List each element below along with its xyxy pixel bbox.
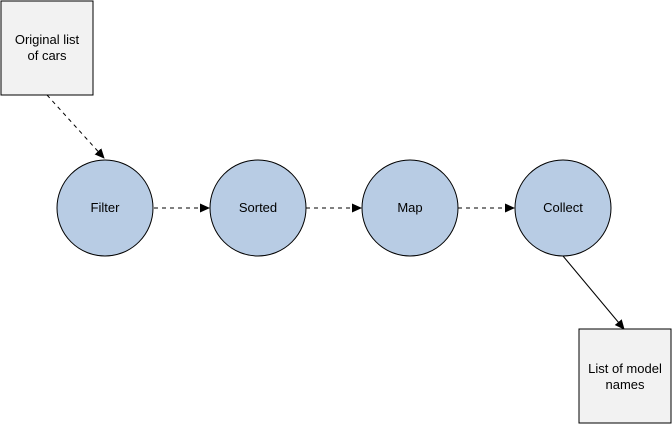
- stage-map-circle: [361, 159, 459, 257]
- stage-map: Map: [361, 159, 459, 257]
- stage-sorted-circle: [209, 159, 307, 257]
- stage-map-label: Map: [397, 200, 422, 215]
- output-box: List of model names: [578, 328, 672, 424]
- input-box-label-line1: Original list: [15, 32, 80, 47]
- stage-sorted-label: Sorted: [239, 200, 277, 215]
- output-box-label-line2: names: [605, 377, 645, 392]
- input-box: Original list of cars: [0, 0, 94, 96]
- arrow-collect-to-output: [562, 255, 625, 330]
- arrow-input-to-filter: [46, 94, 105, 159]
- output-box-label-line1: List of model: [588, 361, 662, 376]
- stage-collect-label: Collect: [543, 200, 583, 215]
- stage-filter-circle: [56, 159, 154, 257]
- stage-filter: Filter: [56, 159, 154, 257]
- stage-collect-circle: [514, 159, 612, 257]
- output-box-shape: [578, 328, 672, 424]
- input-box-label-line2: of cars: [27, 48, 67, 63]
- input-box-shape: [0, 0, 94, 96]
- stage-filter-label: Filter: [91, 200, 121, 215]
- stage-collect: Collect: [514, 159, 612, 257]
- stage-sorted: Sorted: [209, 159, 307, 257]
